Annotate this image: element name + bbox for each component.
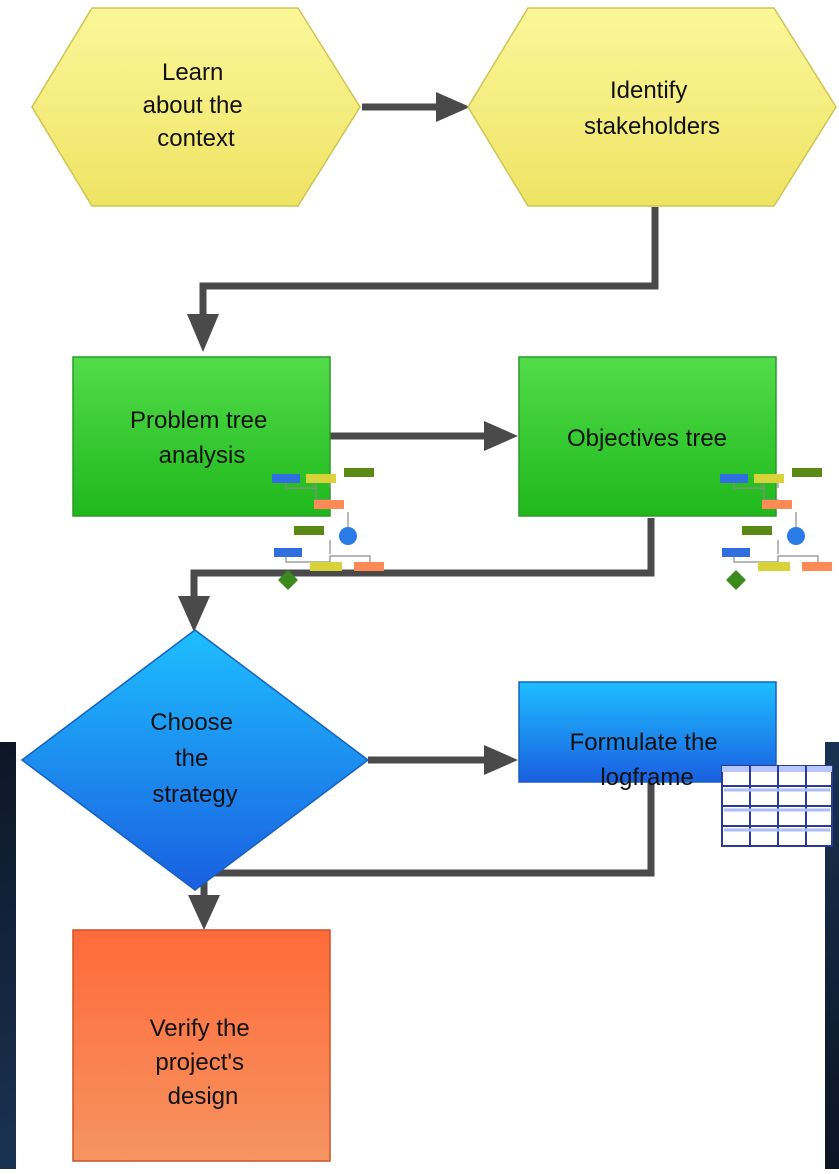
arrowhead-objectives xyxy=(484,421,518,451)
node-strategy-label: Choose the strategy xyxy=(150,709,239,808)
node-logframe-line-2: logframe xyxy=(600,764,693,791)
arrow-identify-to-problem xyxy=(199,207,659,318)
arrow-objectives-to-strategy xyxy=(190,518,655,600)
node-learn-line-2: about the xyxy=(143,92,243,119)
tree-diagram-icon xyxy=(272,468,384,590)
node-identify-line-1: Identify xyxy=(610,77,687,104)
node-logframe-label: Formulate the logframe xyxy=(570,729,725,791)
arrowhead-logframe xyxy=(484,745,518,775)
node-problem-line-1: Problem tree xyxy=(130,407,267,434)
node-learn-label: Learn about the context xyxy=(143,59,250,152)
node-verify-design[interactable]: Verify the project's design xyxy=(72,929,331,1162)
node-strategy-line-2: the xyxy=(175,745,208,772)
node-problem-label: Problem tree analysis xyxy=(130,407,274,469)
node-choose-strategy[interactable]: Choose the strategy xyxy=(20,629,370,891)
arrow-logframe-to-verify xyxy=(200,782,655,899)
node-objectives-line-1: Objectives tree xyxy=(567,425,727,452)
node-verify-line-3: design xyxy=(168,1083,239,1110)
arrowhead-problem xyxy=(187,314,219,352)
arrowhead-identify xyxy=(436,92,470,122)
node-formulate-logframe[interactable]: Formulate the logframe xyxy=(518,681,777,791)
node-learn-line-1: Learn xyxy=(162,59,223,86)
arrowheads xyxy=(178,92,518,930)
node-identify-label: Identify stakeholders xyxy=(584,77,720,140)
node-problem-tree[interactable]: Problem tree analysis xyxy=(72,356,331,517)
node-strategy-line-1: Choose xyxy=(150,709,233,736)
grid-table-icon xyxy=(721,765,833,847)
node-objectives-label: Objectives tree xyxy=(567,425,727,452)
connector-arrows xyxy=(190,103,659,899)
node-learn-context[interactable]: Learn about the context xyxy=(31,7,361,207)
node-verify-line-2: project's xyxy=(155,1049,244,1076)
node-verify-line-1: Verify the xyxy=(150,1015,250,1042)
node-identify-line-2: stakeholders xyxy=(584,113,720,140)
node-logframe-line-1: Formulate the xyxy=(570,729,718,756)
node-learn-line-3: context xyxy=(157,125,235,152)
node-problem-line-2: analysis xyxy=(159,442,246,469)
node-objectives-tree[interactable]: Objectives tree xyxy=(518,356,777,517)
arrowhead-verify xyxy=(188,895,220,930)
tree-diagram-icon xyxy=(720,468,832,590)
node-identify-stakeholders[interactable]: Identify stakeholders xyxy=(467,7,837,207)
node-verify-label: Verify the project's design xyxy=(150,1015,257,1110)
node-strategy-line-3: strategy xyxy=(152,781,237,808)
arrowhead-strategy xyxy=(178,596,210,632)
